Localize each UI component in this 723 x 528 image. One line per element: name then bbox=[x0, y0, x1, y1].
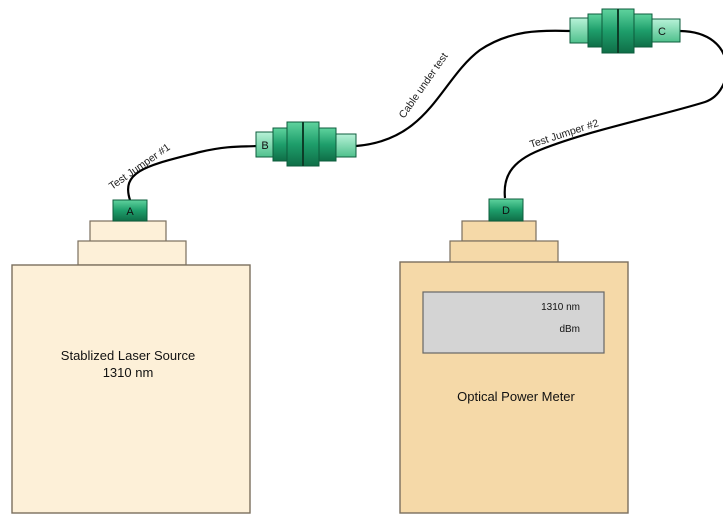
test-jumper-1-label: Test Jumper #1 bbox=[107, 141, 173, 192]
test-jumper-2-cable bbox=[503, 29, 723, 199]
cable-under-test bbox=[355, 29, 571, 148]
laser-source-label: Stablized Laser Source bbox=[61, 348, 195, 363]
meter-display-wavelength: 1310 nm bbox=[541, 302, 580, 313]
connector-b-label: B bbox=[261, 140, 268, 152]
power-meter-label: Optical Power Meter bbox=[457, 389, 575, 404]
connector-c: C bbox=[569, 8, 681, 54]
connector-a: A bbox=[112, 199, 148, 222]
cable-under-test-label: Cable under test bbox=[397, 51, 451, 121]
laser-source-wavelength: 1310 nm bbox=[103, 365, 154, 380]
connector-d-label: D bbox=[502, 205, 510, 217]
connector-c-label: C bbox=[658, 26, 666, 38]
connector-a-label: A bbox=[126, 206, 134, 218]
power-meter: 1310 nm dBm Optical Power Meter bbox=[399, 220, 629, 514]
laser-source: Stablized Laser Source 1310 nm bbox=[11, 220, 251, 514]
test-jumper-1-cable bbox=[127, 144, 257, 201]
connector-b: B bbox=[255, 121, 357, 167]
meter-display-unit: dBm bbox=[559, 324, 580, 335]
connector-d: D bbox=[488, 198, 524, 222]
meter-display bbox=[422, 291, 605, 354]
